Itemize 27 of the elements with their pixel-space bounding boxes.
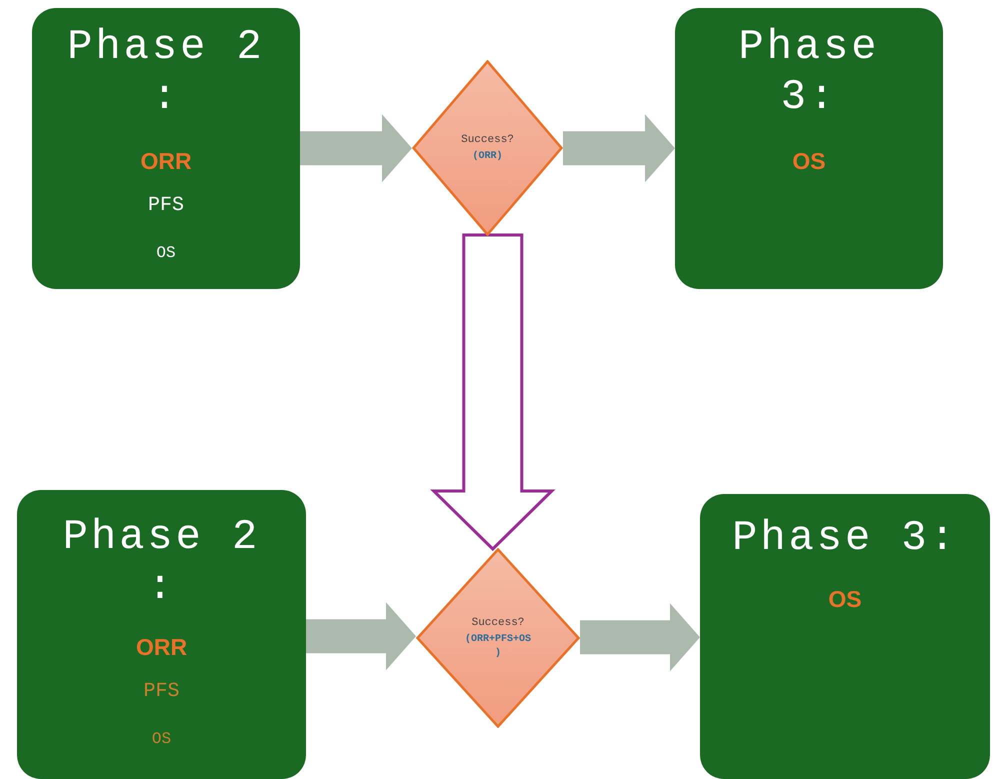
endpoint-label: OS bbox=[150, 730, 172, 748]
phase-box bbox=[675, 8, 943, 289]
phase-box bbox=[700, 494, 990, 779]
endpoint-label: OS bbox=[827, 586, 863, 613]
endpoint-label: ORR bbox=[134, 634, 188, 661]
phase-box bbox=[32, 8, 300, 289]
decision-criteria: (ORR) bbox=[472, 150, 502, 164]
block-arrow bbox=[306, 602, 416, 670]
block-arrow bbox=[580, 603, 700, 672]
decision-diamond bbox=[416, 548, 580, 728]
decision-question: Success? bbox=[461, 132, 514, 146]
phase-heading: Phase 3: bbox=[731, 513, 959, 563]
phase-heading: Phase 2 : bbox=[66, 22, 266, 122]
endpoint-label: OS bbox=[791, 148, 827, 175]
phase-heading: Phase 2 : bbox=[62, 512, 262, 612]
endpoint-label: ORR bbox=[139, 148, 193, 175]
endpoint-label: PFS bbox=[146, 194, 185, 217]
endpoint-label: PFS bbox=[142, 680, 180, 703]
phase-heading: Phase 3: bbox=[737, 22, 881, 122]
decision-question: Success? bbox=[472, 616, 524, 630]
phase-box bbox=[17, 490, 306, 779]
decision-diamond bbox=[412, 60, 563, 236]
endpoint-label: OS bbox=[155, 244, 177, 262]
block-arrow bbox=[563, 114, 675, 182]
block-arrow bbox=[430, 234, 556, 552]
block-arrow bbox=[300, 114, 412, 182]
decision-criteria: (ORR+PFS+OS) bbox=[464, 632, 532, 660]
